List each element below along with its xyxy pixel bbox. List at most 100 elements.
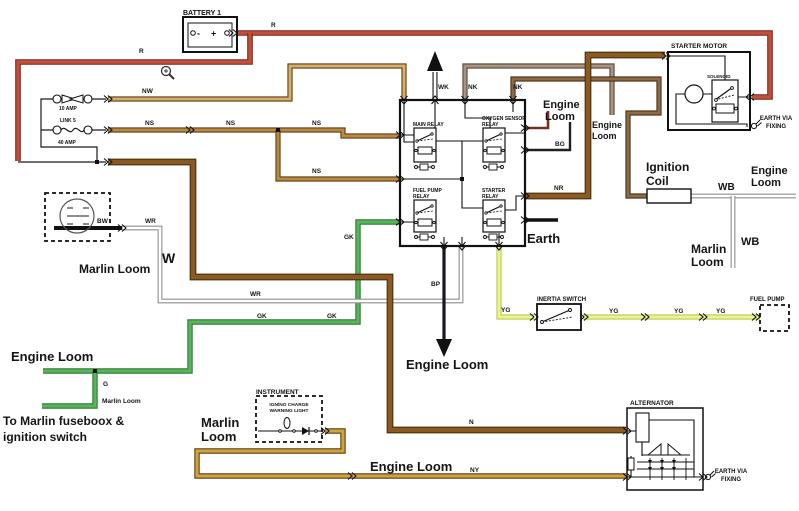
text-label-marlin: Marlin bbox=[201, 415, 239, 430]
wire-label-bg: BG bbox=[555, 141, 565, 148]
ignition-switch-connector bbox=[44, 192, 111, 242]
fuse-10amp-label: 10 AMP bbox=[59, 106, 78, 112]
text-label-marlin: Marlin bbox=[691, 242, 726, 256]
wire-label-r: R bbox=[271, 22, 276, 29]
wk-arrow-up-icon bbox=[427, 51, 443, 71]
alternator-title: ALTERNATOR bbox=[630, 400, 674, 407]
warning-light-label-1: IGN/NO CHARGE bbox=[269, 402, 309, 408]
battery-plus: + bbox=[211, 29, 216, 39]
wire-label-ns: NS bbox=[312, 168, 322, 175]
battery-title: BATTERY 1 bbox=[183, 10, 221, 17]
alternator: ALTERNATOR bbox=[626, 400, 704, 491]
wire-label-nw: NW bbox=[142, 88, 154, 95]
wire-label-gk: GK bbox=[327, 313, 337, 320]
diode-icon bbox=[302, 427, 309, 435]
solenoid-label: SOLENOID bbox=[707, 74, 731, 79]
wire-g-branch bbox=[42, 371, 97, 408]
wire-g-branch-casing bbox=[42, 371, 98, 409]
wire-label-nk: NK bbox=[468, 84, 478, 91]
wire-label-ns: NS bbox=[226, 120, 236, 127]
wire-label-yg: YG bbox=[609, 308, 618, 315]
fuse-link5-amp: 40 AMP bbox=[58, 140, 77, 146]
diode-icon bbox=[648, 467, 652, 471]
wire-ns-1 bbox=[108, 128, 399, 138]
wire-label-bw: BW bbox=[97, 218, 109, 225]
wire-battery-feed bbox=[18, 98, 106, 163]
starter-motor-title: STARTER MOTOR bbox=[671, 43, 727, 50]
wire-label-g: G bbox=[103, 381, 108, 388]
fuse-link5-name: LINK 5 bbox=[60, 118, 76, 124]
wire-ny bbox=[195, 429, 626, 478]
wire-label-gk: GK bbox=[257, 313, 267, 320]
wire-bg bbox=[526, 122, 572, 152]
earth-via-fixing-bottom-1: EARTH VIA bbox=[715, 469, 748, 475]
wire-label-wk: WK bbox=[438, 84, 449, 91]
instrument-title: INSTRUMENT bbox=[256, 389, 299, 396]
wire-label-yg: YG bbox=[674, 308, 683, 315]
text-label-engine-loom: Engine Loom bbox=[370, 459, 452, 474]
ignition-coil bbox=[646, 188, 692, 204]
note-to-marlin-fusebox-2: ignition switch bbox=[3, 430, 87, 444]
wire-label-ny: NY bbox=[470, 467, 480, 474]
text-label-ignition: Ignition bbox=[646, 160, 689, 174]
wire-nw bbox=[108, 64, 406, 101]
loom-labels: EngineLoomEngineLoomEngineLoomIgnitionCo… bbox=[11, 99, 788, 474]
text-label-loom: Loom bbox=[201, 429, 236, 444]
wire-label-ns: NS bbox=[145, 120, 155, 127]
battery: BATTERY 1 - + bbox=[182, 10, 238, 53]
wire-label-yg: YG bbox=[501, 307, 510, 314]
wires bbox=[15, 30, 796, 479]
text-label-engine-loom: Engine Loom bbox=[11, 349, 93, 364]
instrument: INSTRUMENT IGN/NO CHARGE WARNING LIGHT bbox=[255, 389, 323, 443]
junction-dot bbox=[95, 160, 99, 164]
wire-engine-stub bbox=[526, 111, 550, 130]
diode-icon bbox=[672, 460, 676, 464]
fuse-link5: LINK 5 40 AMP bbox=[52, 118, 93, 146]
oxygen-relay-title-1: OXYGEN SENSOR bbox=[482, 116, 526, 122]
wire-gk-casing bbox=[43, 219, 399, 374]
wire-label-bp: BP bbox=[431, 281, 441, 288]
earth-via-fixing-top-1: EARTH VIA bbox=[760, 116, 793, 122]
wire-nk-1 bbox=[463, 64, 614, 115]
wire-ns-2 bbox=[276, 130, 399, 181]
relay-box: MAIN RELAY OXYGEN SENSOR RELAY FUEL PUMP… bbox=[398, 98, 526, 248]
starter-motor: STARTER MOTOR SOLENOID bbox=[666, 43, 751, 131]
wire-gk bbox=[43, 220, 399, 373]
wire-r-main bbox=[233, 31, 772, 99]
wire-label-wr: WR bbox=[145, 218, 156, 225]
oxygen-relay-title-2: RELAY bbox=[482, 122, 499, 128]
note-to-marlin-fusebox-1: To Marlin fuseboox & bbox=[3, 414, 124, 428]
junction-dot bbox=[276, 128, 280, 132]
wire-n-casing bbox=[108, 158, 626, 434]
wire-label-nr: NR bbox=[554, 185, 564, 192]
text-label-engine: Engine bbox=[543, 99, 580, 111]
text-label-wb: WB bbox=[741, 236, 759, 248]
text-label-engine: Engine bbox=[592, 120, 622, 130]
warning-light-label-2: WARNING LIGHT bbox=[270, 408, 309, 414]
diode-icon bbox=[672, 467, 676, 471]
text-label-coil: Coil bbox=[646, 174, 669, 188]
bulb-icon bbox=[283, 417, 291, 429]
fuse-10amp: 10 AMP bbox=[52, 94, 93, 112]
wire-wr bbox=[122, 226, 463, 303]
text-label-loom: Loom bbox=[545, 111, 575, 123]
text-label-marlin-loom: Marlin Loom bbox=[79, 262, 150, 276]
wire-label-gk: GK bbox=[344, 234, 354, 241]
wire-label-wr: WR bbox=[250, 291, 261, 298]
relay-internal-wiring bbox=[399, 99, 526, 246]
diode-icon bbox=[660, 467, 664, 471]
wire-label-nk: NK bbox=[513, 84, 523, 91]
text-label-marlin-loom: Marlin Loom bbox=[102, 398, 141, 405]
inertia-switch-title: INERTIA SWITCH bbox=[537, 297, 586, 303]
alternator-diodes bbox=[648, 460, 676, 471]
diode-icon bbox=[660, 460, 664, 464]
inertia-switch: INERTIA SWITCH bbox=[536, 297, 586, 331]
earth-via-fixing-bottom-2: FIXING bbox=[721, 477, 741, 483]
text-label-loom: Loom bbox=[691, 255, 724, 269]
wire-r-branch bbox=[16, 33, 252, 161]
wire-label-ns: NS bbox=[312, 120, 322, 127]
wire-n bbox=[108, 159, 626, 433]
